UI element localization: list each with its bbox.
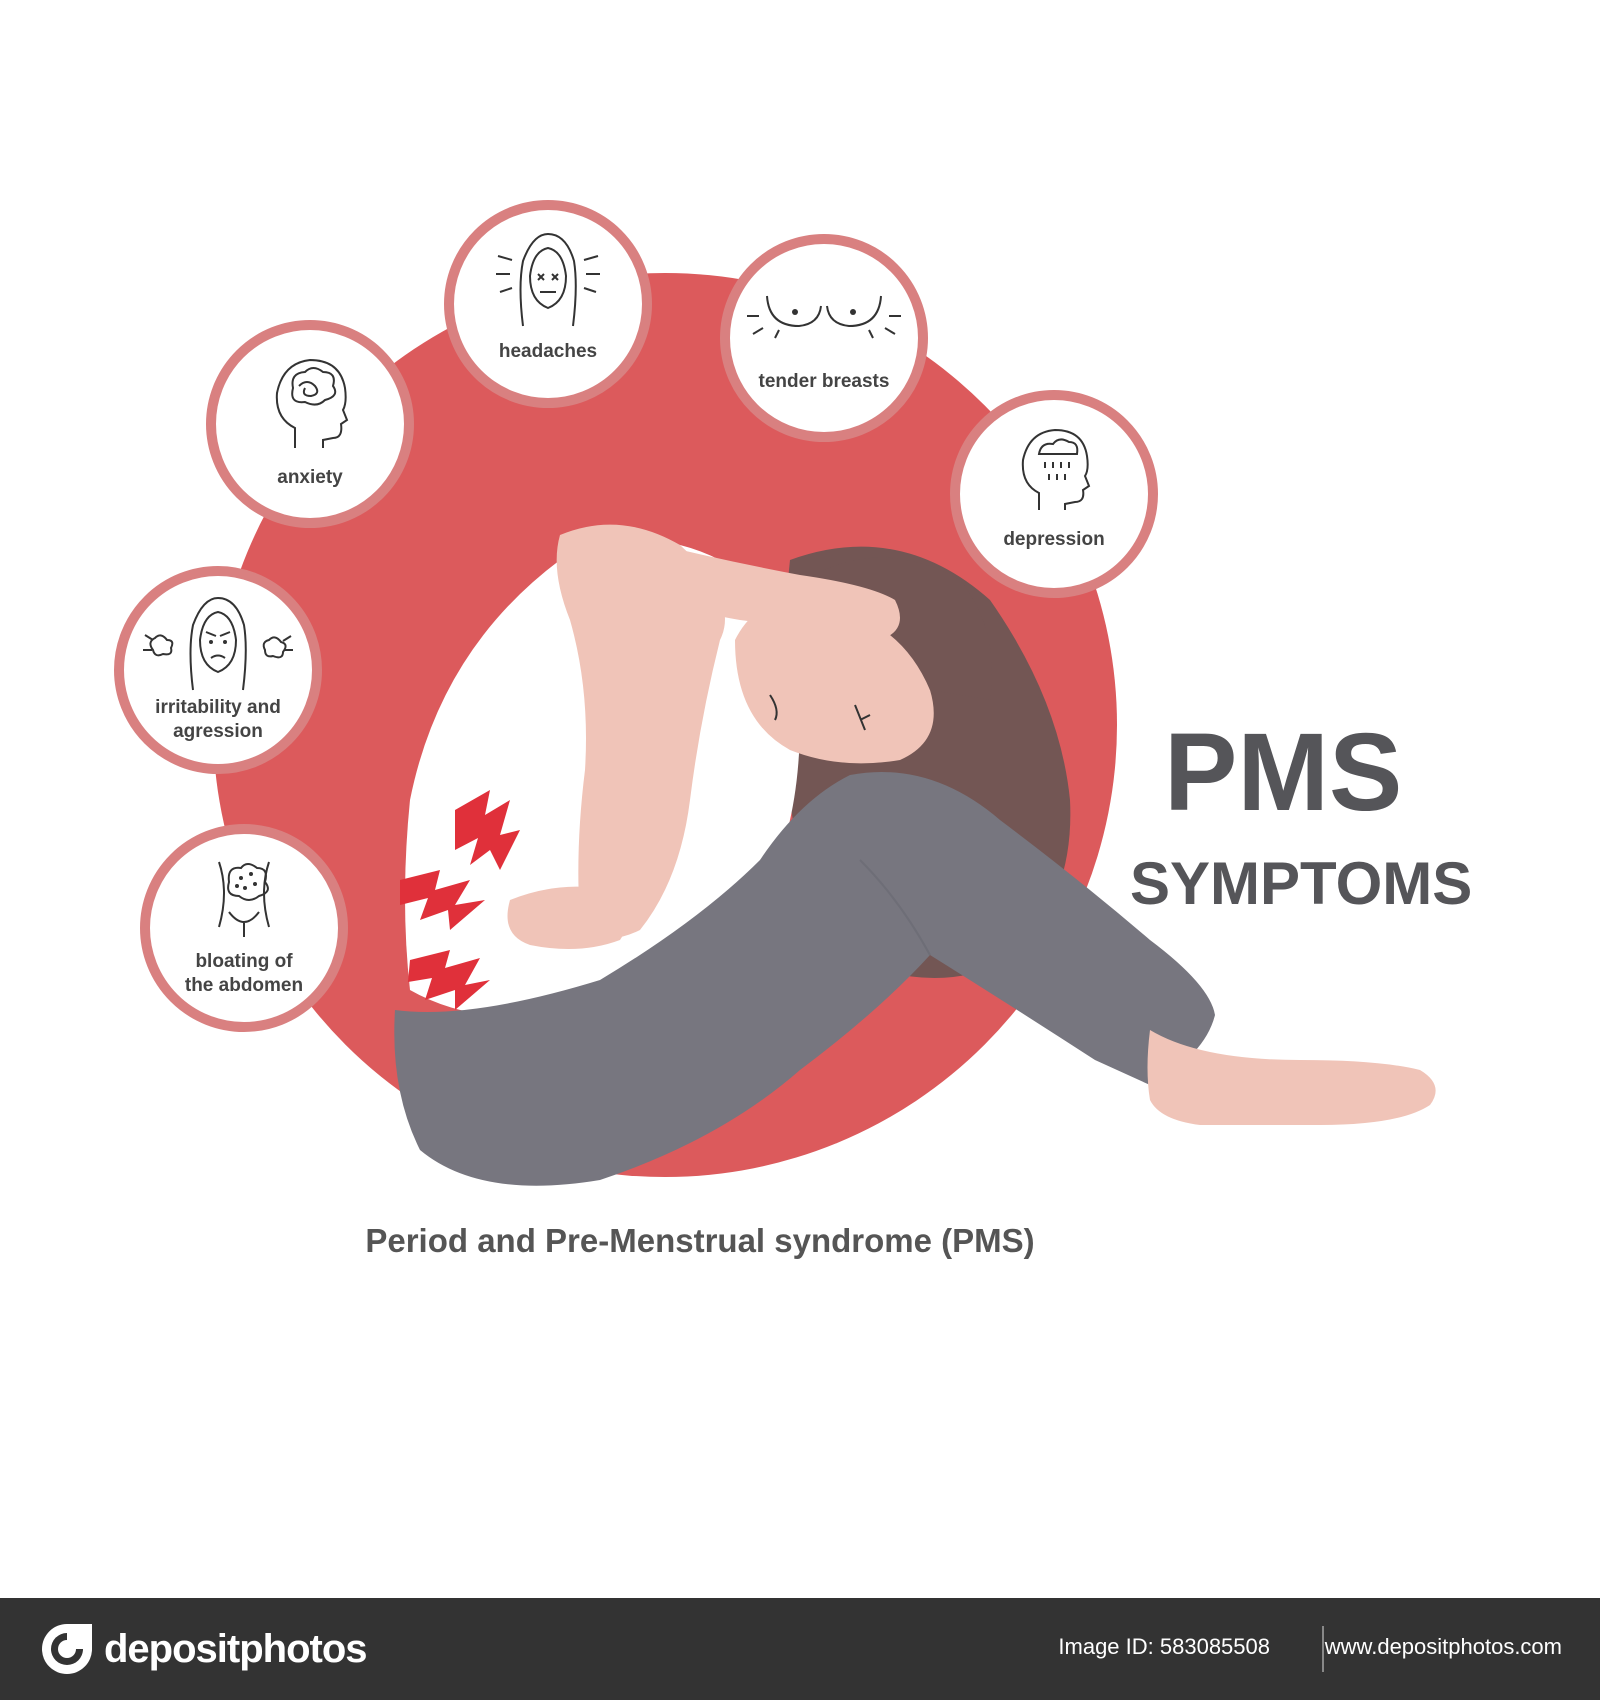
irritated-face-icon: [143, 596, 293, 691]
symptom-label: bloating of the abdomen: [150, 950, 338, 998]
caption: Period and Pre-Menstrual syndrome (PMS): [365, 1222, 1035, 1259]
label-line: bloating of: [195, 951, 293, 972]
image-id: Image ID: 583085508: [1058, 1634, 1270, 1659]
pants: [394, 772, 1215, 1186]
depression-head-icon: [1021, 428, 1091, 510]
label-line: agression: [173, 721, 263, 742]
brand-name: depositphotos: [104, 1626, 368, 1671]
symptom-label: irritability and agression: [124, 696, 312, 744]
arm: [556, 524, 725, 938]
title-pms: PMS: [1164, 711, 1403, 834]
brand-logo[interactable]: depositphotos: [40, 1622, 368, 1676]
symptom-label: headaches: [498, 341, 598, 362]
anxiety-head-icon: [275, 358, 349, 448]
symptom-bloating: bloating of the abdomen: [140, 824, 348, 1032]
title-symptoms: SYMPTOMS: [1130, 850, 1473, 917]
symptom-label: anxiety: [277, 467, 343, 488]
forearm: [640, 540, 900, 640]
symptom-headaches: headaches: [444, 200, 652, 408]
symptom-label: tender breasts: [758, 371, 890, 392]
illustration-art: [213, 273, 1436, 1186]
symptom-depression: depression: [950, 390, 1158, 598]
label-line: irritability and: [155, 697, 281, 718]
symptom-label: depression: [1003, 529, 1105, 550]
foot: [1147, 1030, 1436, 1125]
site-url[interactable]: www.depositphotos.com: [1324, 1634, 1562, 1659]
depositphotos-logo-icon: [42, 1624, 92, 1674]
stock-footer: depositphotos Image ID: 583085508 www.de…: [0, 1598, 1600, 1700]
bloating-abdomen-icon: [218, 861, 270, 937]
headache-face-icon: [496, 232, 600, 327]
footer-divider: [1322, 1626, 1324, 1672]
symptom-tender-breasts: tender breasts: [720, 234, 928, 442]
pain-lightning: [400, 790, 520, 1010]
hand: [507, 886, 628, 949]
label-line: the abdomen: [184, 975, 304, 996]
symptom-anxiety: anxiety: [206, 320, 414, 528]
tender-breasts-icon: [747, 295, 901, 339]
symptom-irritability: irritability and agression: [114, 566, 322, 774]
illustration: headaches tender breasts anxiety depress…: [114, 200, 1473, 1259]
head: [735, 598, 934, 764]
